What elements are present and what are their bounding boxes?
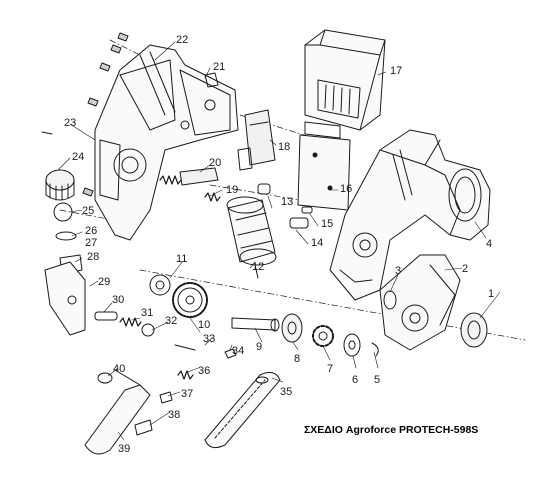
part-label-9: 9 bbox=[256, 341, 262, 353]
part-label-19: 19 bbox=[226, 184, 238, 196]
diagram-caption: ΣΧΕΔΙΟ Agroforce PROTECH-598S bbox=[304, 424, 479, 436]
guide-bar bbox=[204, 371, 281, 449]
part-label-18: 18 bbox=[278, 141, 290, 153]
part-label-22: 22 bbox=[176, 34, 188, 46]
control-board bbox=[297, 121, 351, 211]
part-label-35: 35 bbox=[280, 386, 292, 398]
part-label-36: 36 bbox=[198, 365, 210, 377]
part-label-1: 1 bbox=[488, 288, 494, 300]
led-and-cap bbox=[289, 206, 313, 229]
part-label-32: 32 bbox=[165, 315, 177, 327]
shaft-and-pins bbox=[94, 311, 280, 359]
part-label-26: 26 bbox=[85, 225, 97, 237]
sprocket-stack bbox=[281, 313, 379, 357]
part-label-31: 31 bbox=[141, 307, 153, 319]
part-label-29: 29 bbox=[98, 276, 110, 288]
part-label-28: 28 bbox=[87, 251, 99, 263]
part-label-3: 3 bbox=[395, 265, 401, 277]
battery-pack bbox=[304, 29, 386, 131]
part-label-2: 2 bbox=[462, 263, 468, 275]
springs bbox=[159, 175, 221, 202]
part-label-27: 27 bbox=[85, 237, 97, 249]
part-label-21: 21 bbox=[213, 61, 225, 73]
part-label-38: 38 bbox=[168, 409, 180, 421]
part-label-25: 25 bbox=[82, 205, 94, 217]
part-label-30: 30 bbox=[112, 294, 124, 306]
part-label-16: 16 bbox=[340, 183, 352, 195]
part-label-34: 34 bbox=[232, 345, 244, 357]
housing-screws bbox=[41, 32, 129, 197]
part-label-7: 7 bbox=[327, 363, 333, 375]
part-label-12: 12 bbox=[252, 261, 264, 273]
part-label-20: 20 bbox=[209, 157, 221, 169]
part-label-14: 14 bbox=[311, 237, 323, 249]
right-housing bbox=[329, 129, 491, 301]
part-label-24: 24 bbox=[72, 151, 84, 163]
part-label-33: 33 bbox=[203, 333, 215, 345]
part-label-11: 11 bbox=[176, 253, 187, 265]
part-label-39: 39 bbox=[118, 443, 130, 455]
oil-cap-assembly bbox=[44, 169, 86, 336]
part-label-8: 8 bbox=[294, 353, 300, 365]
part-label-17: 17 bbox=[390, 65, 402, 77]
part-label-37: 37 bbox=[181, 388, 193, 400]
part-label-23: 23 bbox=[64, 117, 76, 129]
part-label-6: 6 bbox=[352, 374, 358, 386]
part-number-labels: 1 2 3 4 5 6 7 8 9 10 11 12 13 14 15 16 1… bbox=[64, 34, 494, 455]
part-label-4: 4 bbox=[486, 238, 492, 250]
branch-hook-assembly bbox=[84, 369, 194, 455]
part-label-5: 5 bbox=[374, 374, 380, 386]
chain-cover bbox=[379, 254, 488, 351]
left-housing-half bbox=[94, 44, 239, 241]
electric-motor bbox=[226, 183, 277, 279]
part-label-15: 15 bbox=[321, 218, 333, 230]
part-label-10: 10 bbox=[198, 319, 210, 331]
part-label-13: 13 bbox=[281, 196, 293, 208]
leader-lines bbox=[57, 41, 501, 441]
part-label-40: 40 bbox=[113, 363, 125, 375]
drive-gear bbox=[149, 274, 208, 318]
switch-assembly bbox=[179, 72, 276, 186]
